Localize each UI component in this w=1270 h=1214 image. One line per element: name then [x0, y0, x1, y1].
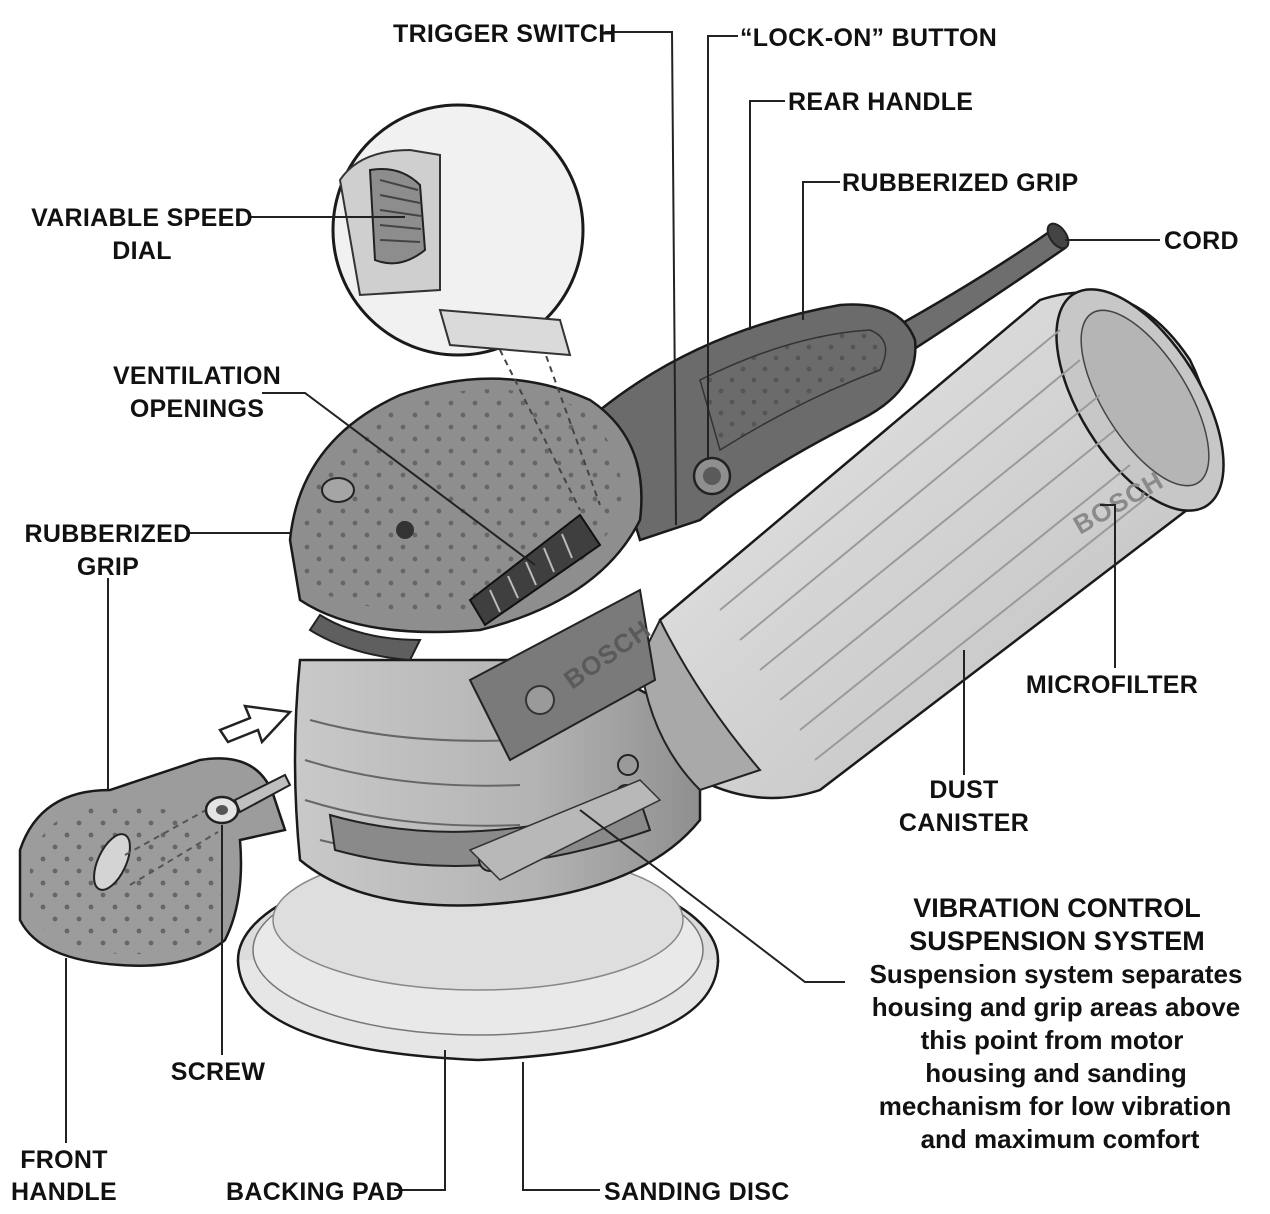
label-rubberized-grip-left-1: RUBBERIZED: [25, 520, 192, 548]
label-front-handle-1: FRONT: [20, 1146, 108, 1174]
label-dust-canister-1: DUST: [929, 776, 998, 804]
label-dust-canister-2: CANISTER: [899, 809, 1029, 837]
note-body-1: Suspension system separates: [870, 959, 1243, 989]
label-screw: SCREW: [171, 1058, 266, 1086]
screw-shape: [204, 773, 292, 825]
cord-shape: [888, 222, 1070, 357]
label-cord: CORD: [1164, 227, 1239, 255]
label-rubberized-grip-left-2: GRIP: [77, 553, 139, 581]
rear-handle-shape: [598, 303, 917, 542]
dust-canister-shape: BOSCH: [638, 288, 1225, 800]
label-rubberized-grip-top: RUBBERIZED GRIP: [842, 169, 1078, 197]
label-lock-on-button: “LOCK-ON” BUTTON: [740, 24, 997, 52]
label-backing-pad: BACKING PAD: [226, 1178, 404, 1206]
note-body-5: mechanism for low vibration: [879, 1091, 1232, 1121]
note-title-1: VIBRATION CONTROL: [913, 893, 1200, 923]
top-housing-shape: BOSCH: [288, 377, 656, 762]
label-rear-handle: REAR HANDLE: [788, 88, 973, 116]
insertion-arrow: [218, 704, 293, 745]
label-sanding-disc: SANDING DISC: [604, 1178, 790, 1206]
note-title-2: SUSPENSION SYSTEM: [909, 926, 1205, 956]
sander-illustration: BOSCH: [18, 103, 1225, 1062]
suspension-note: VIBRATION CONTROL SUSPENSION SYSTEM Susp…: [870, 893, 1243, 1154]
label-ventilation-openings-2: OPENINGS: [130, 395, 264, 423]
backing-pad-shape: [236, 849, 720, 1062]
label-front-handle-2: HANDLE: [11, 1178, 117, 1206]
label-microfilter: MICROFILTER: [1026, 671, 1198, 699]
dial-closeup: [331, 103, 601, 511]
note-body-2: housing and grip areas above: [872, 992, 1240, 1022]
label-ventilation-openings-1: VENTILATION: [113, 362, 281, 390]
leader-lines: [65, 31, 1160, 1191]
note-body-4: housing and sanding: [925, 1058, 1186, 1088]
label-trigger-switch: TRIGGER SWITCH: [393, 20, 617, 48]
motor-housing-shape: [293, 658, 702, 907]
note-body-6: and maximum comfort: [921, 1124, 1200, 1154]
label-variable-speed-dial-2: DIAL: [112, 237, 172, 265]
callout-labels: TRIGGER SWITCH “LOCK-ON” BUTTON REAR HAN…: [11, 20, 1239, 1206]
label-variable-speed-dial-1: VARIABLE SPEED: [31, 204, 253, 232]
note-body-3: this point from motor: [921, 1025, 1184, 1055]
